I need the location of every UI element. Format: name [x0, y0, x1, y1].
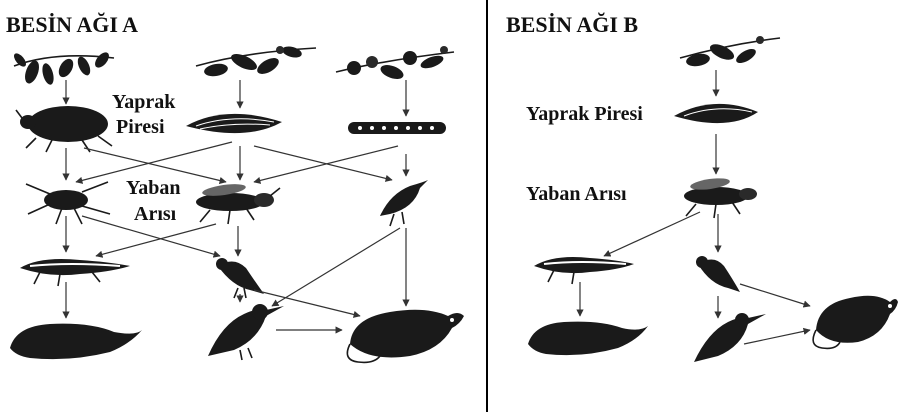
mole-icon [10, 324, 142, 359]
leafy-branch-icon [12, 50, 114, 86]
wasp-label-line1: Yaban [126, 177, 180, 199]
wasp-icon [196, 182, 280, 224]
spider-icon [26, 182, 110, 224]
perched-bird-icon [216, 258, 264, 298]
beetle-icon [16, 106, 112, 152]
food-web-b: BESİN AĞI B Yaprak Piresi Yaban Arısı [506, 12, 898, 362]
perched-bird-icon [696, 256, 740, 292]
kingfisher-icon [694, 313, 766, 362]
opossum-icon [813, 296, 898, 349]
leafhopper-label-b: Yaprak Piresi [526, 103, 643, 125]
lizard-icon [20, 259, 130, 286]
caterpillar-icon [348, 122, 446, 134]
wasp-label-line2: Arısı [134, 203, 177, 225]
leafhopper-label-line1: Yaprak [112, 91, 176, 113]
leafhopper-label-line2: Piresi [116, 116, 165, 138]
lizard-icon [534, 257, 634, 284]
wasp-label-b: Yaban Arısı [526, 183, 627, 205]
mole-icon [528, 322, 648, 356]
leafhopper-icon [674, 104, 758, 123]
flower-branch-icon [680, 36, 780, 68]
flower-branch-icon [196, 45, 316, 78]
wasp-icon [684, 176, 757, 218]
food-web-a: BESİN AĞI A [6, 12, 464, 362]
flower-branch-icon [336, 46, 454, 82]
small-bird-icon [380, 180, 428, 226]
kingfisher-icon [208, 304, 284, 360]
opossum-icon [347, 310, 464, 363]
web-b-title: BESİN AĞI B [506, 12, 638, 37]
leafhopper-icon [186, 114, 282, 133]
web-a-title: BESİN AĞI A [6, 12, 138, 37]
